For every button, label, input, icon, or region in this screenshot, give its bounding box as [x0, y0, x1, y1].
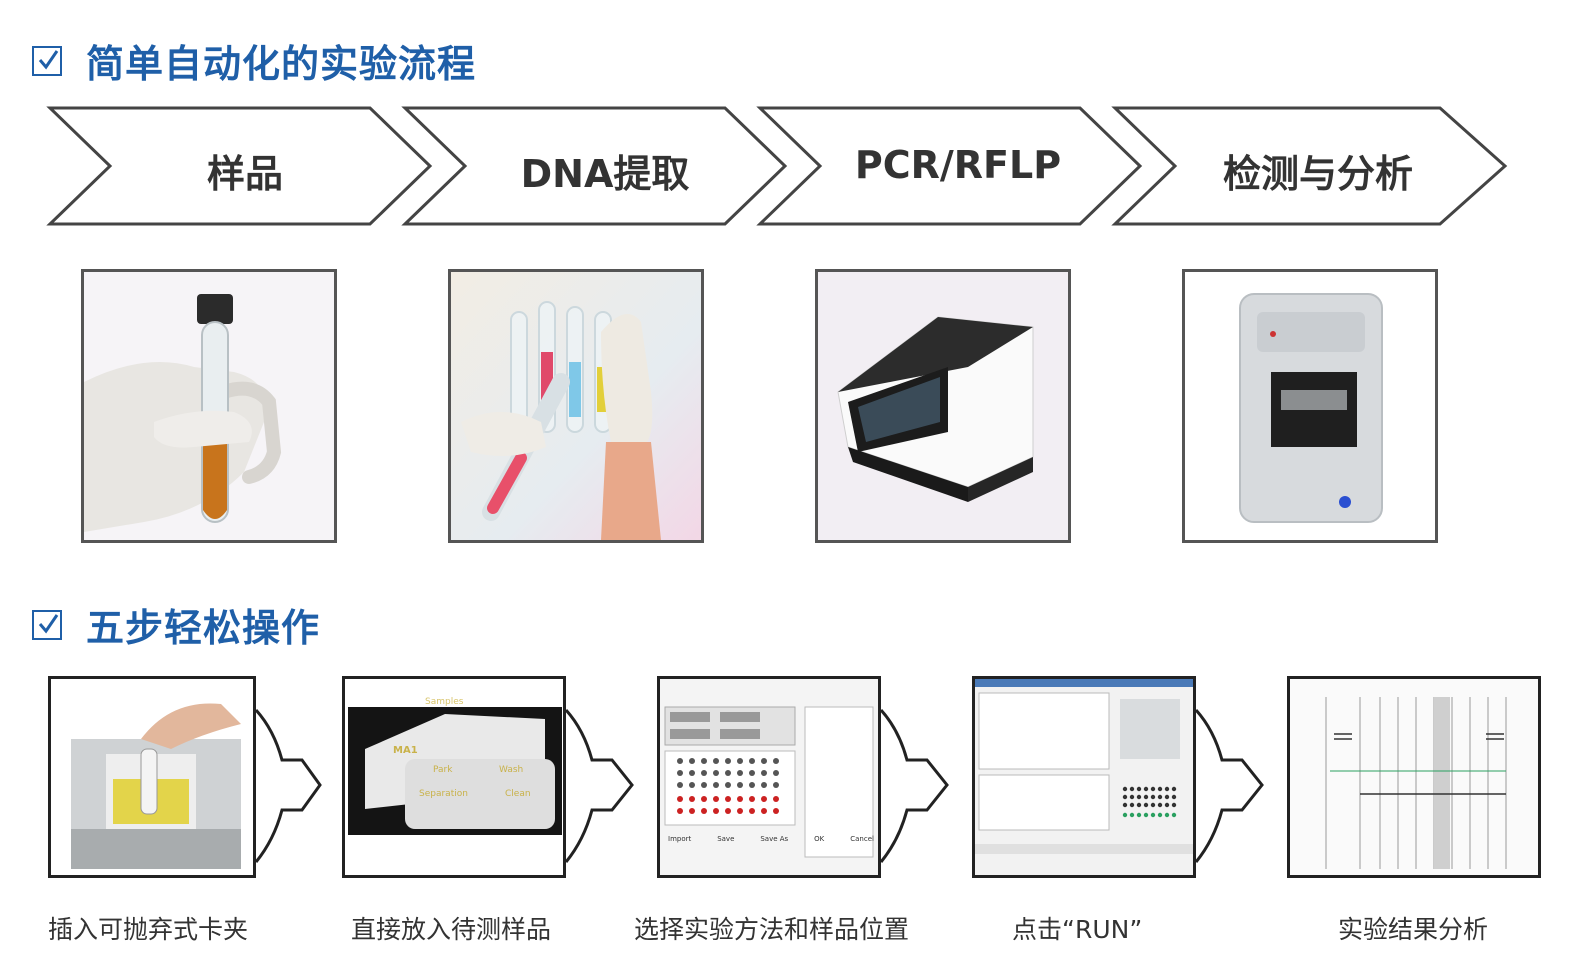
photo-sample-tube — [81, 269, 337, 543]
step-arrow-icon — [879, 708, 949, 863]
save-button[interactable]: Save — [717, 835, 735, 843]
step-label-load: 直接放入待测样品 — [351, 915, 552, 944]
checkbox-icon — [32, 609, 62, 640]
step-box-select-method: Import Save Save As OK Cancel — [657, 676, 881, 878]
checkbox-icon — [32, 45, 62, 76]
photo-dna-extraction — [448, 269, 704, 543]
cancel-button[interactable]: Cancel — [850, 835, 874, 843]
chevron-pcr — [756, 106, 1143, 226]
separation-label: Separation — [419, 789, 468, 799]
ma1-label: MA1 — [393, 745, 418, 756]
chevron-sample — [46, 106, 433, 226]
photo-pcr-instrument — [815, 269, 1071, 543]
clean-label: Clean — [505, 789, 531, 799]
chevron-analysis — [1111, 106, 1508, 226]
step-box-results — [1287, 676, 1541, 878]
step-label-select: 选择实验方法和样品位置 — [634, 915, 910, 944]
workflow-title: 简单自动化的实验流程 — [86, 42, 477, 86]
samples-label: Samples — [425, 697, 464, 707]
steps-title: 五步轻松操作 — [86, 606, 321, 650]
step-label-run: 点击“RUN” — [1012, 915, 1143, 944]
step-label-results: 实验结果分析 — [1338, 915, 1489, 944]
section-heading-workflow: 简单自动化的实验流程 — [32, 33, 476, 88]
step-arrow-icon — [254, 708, 322, 863]
step-label-insert: 插入可抛弃式卡夹 — [48, 915, 249, 944]
chevron-label-pcr: PCR/RFLP — [854, 143, 1062, 187]
step-box-load-samples: Samples MA1 Park Wash Separation Clean — [342, 676, 566, 878]
chevron-label-dna: DNA提取 — [520, 152, 690, 196]
section-heading-steps: 五步轻松操作 — [32, 597, 320, 652]
workflow-chevrons — [46, 106, 1508, 226]
ok-button[interactable]: OK — [814, 835, 825, 843]
step-box-insert-cartridge — [48, 676, 256, 878]
save-as-button[interactable]: Save As — [760, 835, 789, 843]
import-button[interactable]: Import — [668, 835, 692, 843]
park-label: Park — [433, 765, 453, 775]
wash-label: Wash — [499, 765, 524, 775]
chevron-label-analysis: 检测与分析 — [1222, 152, 1413, 196]
photo-detection-instrument — [1182, 269, 1438, 543]
method-dialog-buttons: Import Save Save As OK Cancel — [668, 835, 874, 843]
step-arrow-icon — [1194, 708, 1264, 863]
chevron-label-sample: 样品 — [206, 152, 283, 196]
step-arrow-icon — [564, 708, 634, 863]
chevron-dna — [401, 106, 788, 226]
step-box-run — [972, 676, 1196, 878]
